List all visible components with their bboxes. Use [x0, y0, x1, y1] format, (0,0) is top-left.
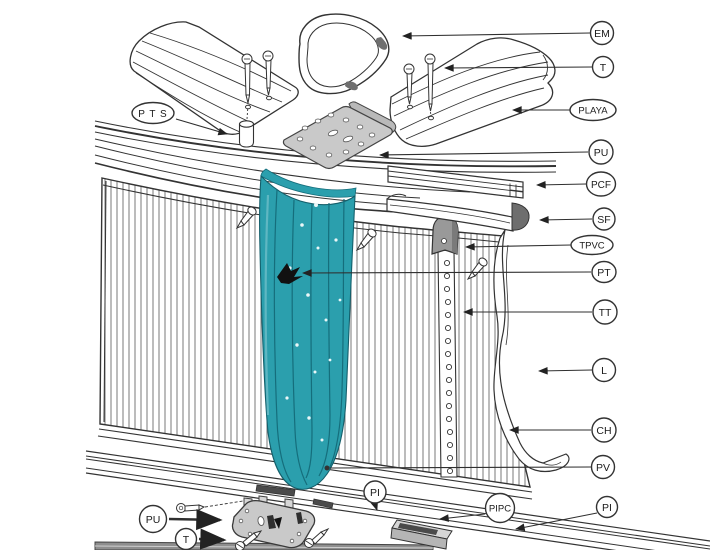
label-pi-right: PI: [595, 495, 619, 519]
tt-perforated-strip: [437, 249, 458, 478]
screw-icon: [304, 527, 330, 548]
label-pu-bottom: PU: [138, 504, 168, 534]
svg-text:TPVC: TPVC: [579, 241, 604, 252]
svg-text:PU: PU: [594, 147, 609, 159]
svg-text:PV: PV: [596, 462, 610, 474]
label-pu-top: PU: [588, 139, 614, 165]
tpvc-clip: [431, 215, 459, 255]
label-tt: TT: [592, 299, 618, 325]
label-l: L: [591, 357, 617, 383]
bottom-rail: [85, 450, 710, 550]
bottom-edge-profile: [94, 541, 434, 550]
label-pv: PV: [590, 454, 616, 480]
label-pi-center: PI: [363, 480, 387, 504]
svg-text:PCF: PCF: [591, 180, 611, 191]
svg-text:T: T: [183, 534, 190, 546]
label-pcf: PCF: [585, 171, 617, 197]
liner-drape: [493, 229, 570, 473]
playa-top-rail: [389, 37, 556, 147]
label-ch: CH: [591, 417, 617, 443]
label-t-bottom: T: [174, 527, 198, 550]
svg-text:SF: SF: [597, 214, 610, 226]
screw-icon: [424, 53, 436, 121]
svg-text:PLAYA: PLAYA: [578, 106, 608, 117]
svg-text:PI: PI: [370, 487, 380, 499]
sf-coping-cap: [386, 193, 530, 232]
svg-text:PI: PI: [602, 502, 612, 514]
liner-body: [259, 174, 356, 490]
pts-sleeve: [238, 120, 255, 148]
wall-pins: [235, 206, 488, 281]
label-pts: P T S: [131, 101, 175, 125]
pin-icon: [355, 228, 377, 252]
screw-icon: [241, 53, 253, 120]
liner-back-edge: [260, 168, 357, 198]
top-ledge-plank-left: [129, 21, 299, 135]
pin-icon: [235, 206, 257, 230]
pcf-profile-bar: [387, 165, 524, 199]
screw-icon: [262, 50, 274, 101]
pu-top-plate: [282, 101, 397, 170]
svg-text:PT: PT: [597, 267, 611, 279]
label-pipc: PIPC: [484, 492, 516, 524]
svg-text:PU: PU: [146, 514, 161, 526]
leader-lines: [168, 32, 598, 550]
svg-text:EM: EM: [594, 28, 610, 40]
label-pt: PT: [591, 260, 617, 284]
label-tpvc: TPVC: [570, 234, 614, 256]
pt-anchor: [277, 263, 303, 284]
screw-icon: [235, 530, 263, 550]
svg-text:CH: CH: [596, 425, 611, 437]
liner-speckles: [285, 203, 342, 442]
svg-text:T: T: [600, 62, 607, 74]
svg-text:TT: TT: [599, 307, 612, 319]
label-sf: SF: [592, 207, 616, 231]
teal-liner: [259, 168, 357, 490]
svg-text:PIPC: PIPC: [489, 504, 511, 515]
svg-text:P T S: P T S: [138, 109, 167, 120]
callout-labels: P T S EM T PLAYA PU PCF SF TPVC: [131, 20, 619, 550]
liner-folds: [273, 189, 345, 486]
em-cushion-pad: [298, 13, 390, 95]
label-t-top: T: [591, 55, 615, 79]
label-em: EM: [589, 20, 615, 46]
label-playa: PLAYA: [569, 98, 617, 122]
screw-icon: [403, 63, 415, 110]
svg-text:L: L: [601, 365, 607, 377]
pipc-rail-connector: [390, 519, 453, 550]
screw-icon: [176, 500, 244, 513]
